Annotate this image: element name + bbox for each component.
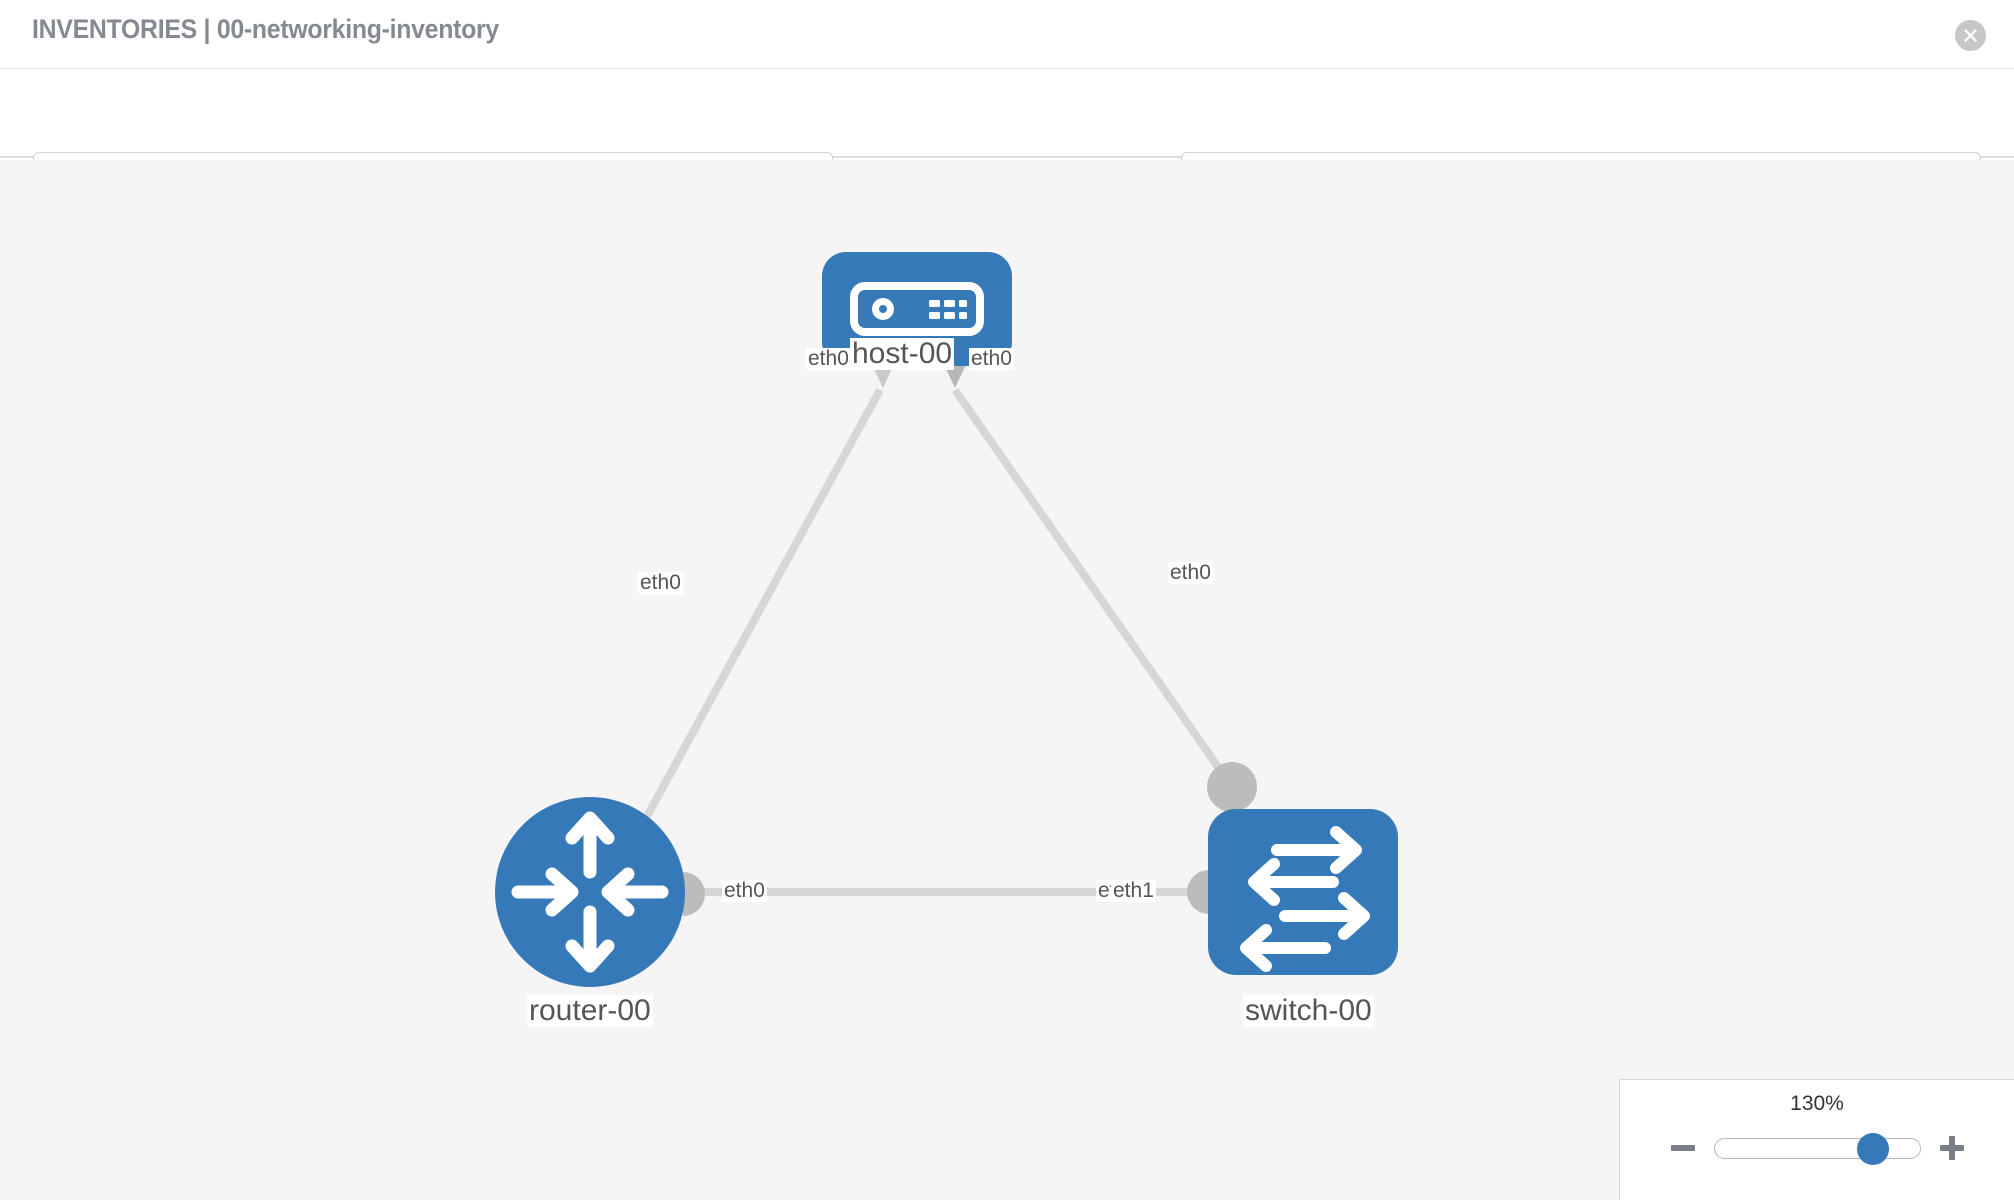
node-label-router-00: router-00 bbox=[527, 994, 653, 1027]
port-label-host00-eth0-left: eth0 bbox=[806, 347, 851, 371]
edge-host00-switch00[interactable] bbox=[951, 387, 1236, 790]
zoom-control: 130% bbox=[1619, 1079, 2014, 1200]
port-label-router00-eth0-uplink: eth0 bbox=[638, 571, 683, 595]
node-label-switch-00: switch-00 bbox=[1243, 994, 1374, 1027]
node-router-00[interactable] bbox=[495, 797, 685, 987]
zoom-percent-label: 130% bbox=[1790, 1092, 1844, 1115]
node-switch-00[interactable] bbox=[1208, 809, 1398, 975]
zoom-slider[interactable] bbox=[1713, 1132, 1921, 1165]
edge-host00-router00[interactable] bbox=[641, 388, 884, 822]
zoom-slider-thumb[interactable] bbox=[1856, 1132, 1889, 1165]
port-switch00-eth0[interactable] bbox=[1207, 762, 1257, 812]
port-switch00-eth1[interactable] bbox=[1187, 870, 1209, 914]
port-label-router00-eth0: eth0 bbox=[722, 879, 767, 903]
port-label-switch00-eth0-uplink: eth0 bbox=[1168, 561, 1213, 585]
page-title: INVENTORIES | 00-networking-inventory bbox=[32, 14, 499, 44]
node-label-host-00: host-00 bbox=[850, 337, 955, 370]
port-label-host00-eth0-right: eth0 bbox=[969, 347, 1014, 371]
port-label-switch00-eth1: eth1 bbox=[1111, 879, 1156, 903]
zoom-out-button[interactable] bbox=[1668, 1133, 1698, 1163]
port-router00-eth0[interactable] bbox=[683, 872, 705, 916]
node-host-00[interactable] bbox=[822, 252, 1012, 366]
topology-canvas[interactable]: eth0 host-00 eth0 eth0 eth0 eth0 eth0 et… bbox=[0, 160, 2014, 1200]
topology-graph bbox=[495, 252, 1398, 987]
topology-ports bbox=[683, 349, 1257, 916]
page-header: INVENTORIES | 00-networking-inventory bbox=[0, 0, 2014, 68]
close-icon[interactable] bbox=[1955, 20, 1986, 51]
zoom-in-button[interactable] bbox=[1937, 1133, 1967, 1163]
topology-edges bbox=[641, 387, 1236, 896]
toolbar: ACTIONS SEARCH bbox=[0, 68, 2014, 204]
